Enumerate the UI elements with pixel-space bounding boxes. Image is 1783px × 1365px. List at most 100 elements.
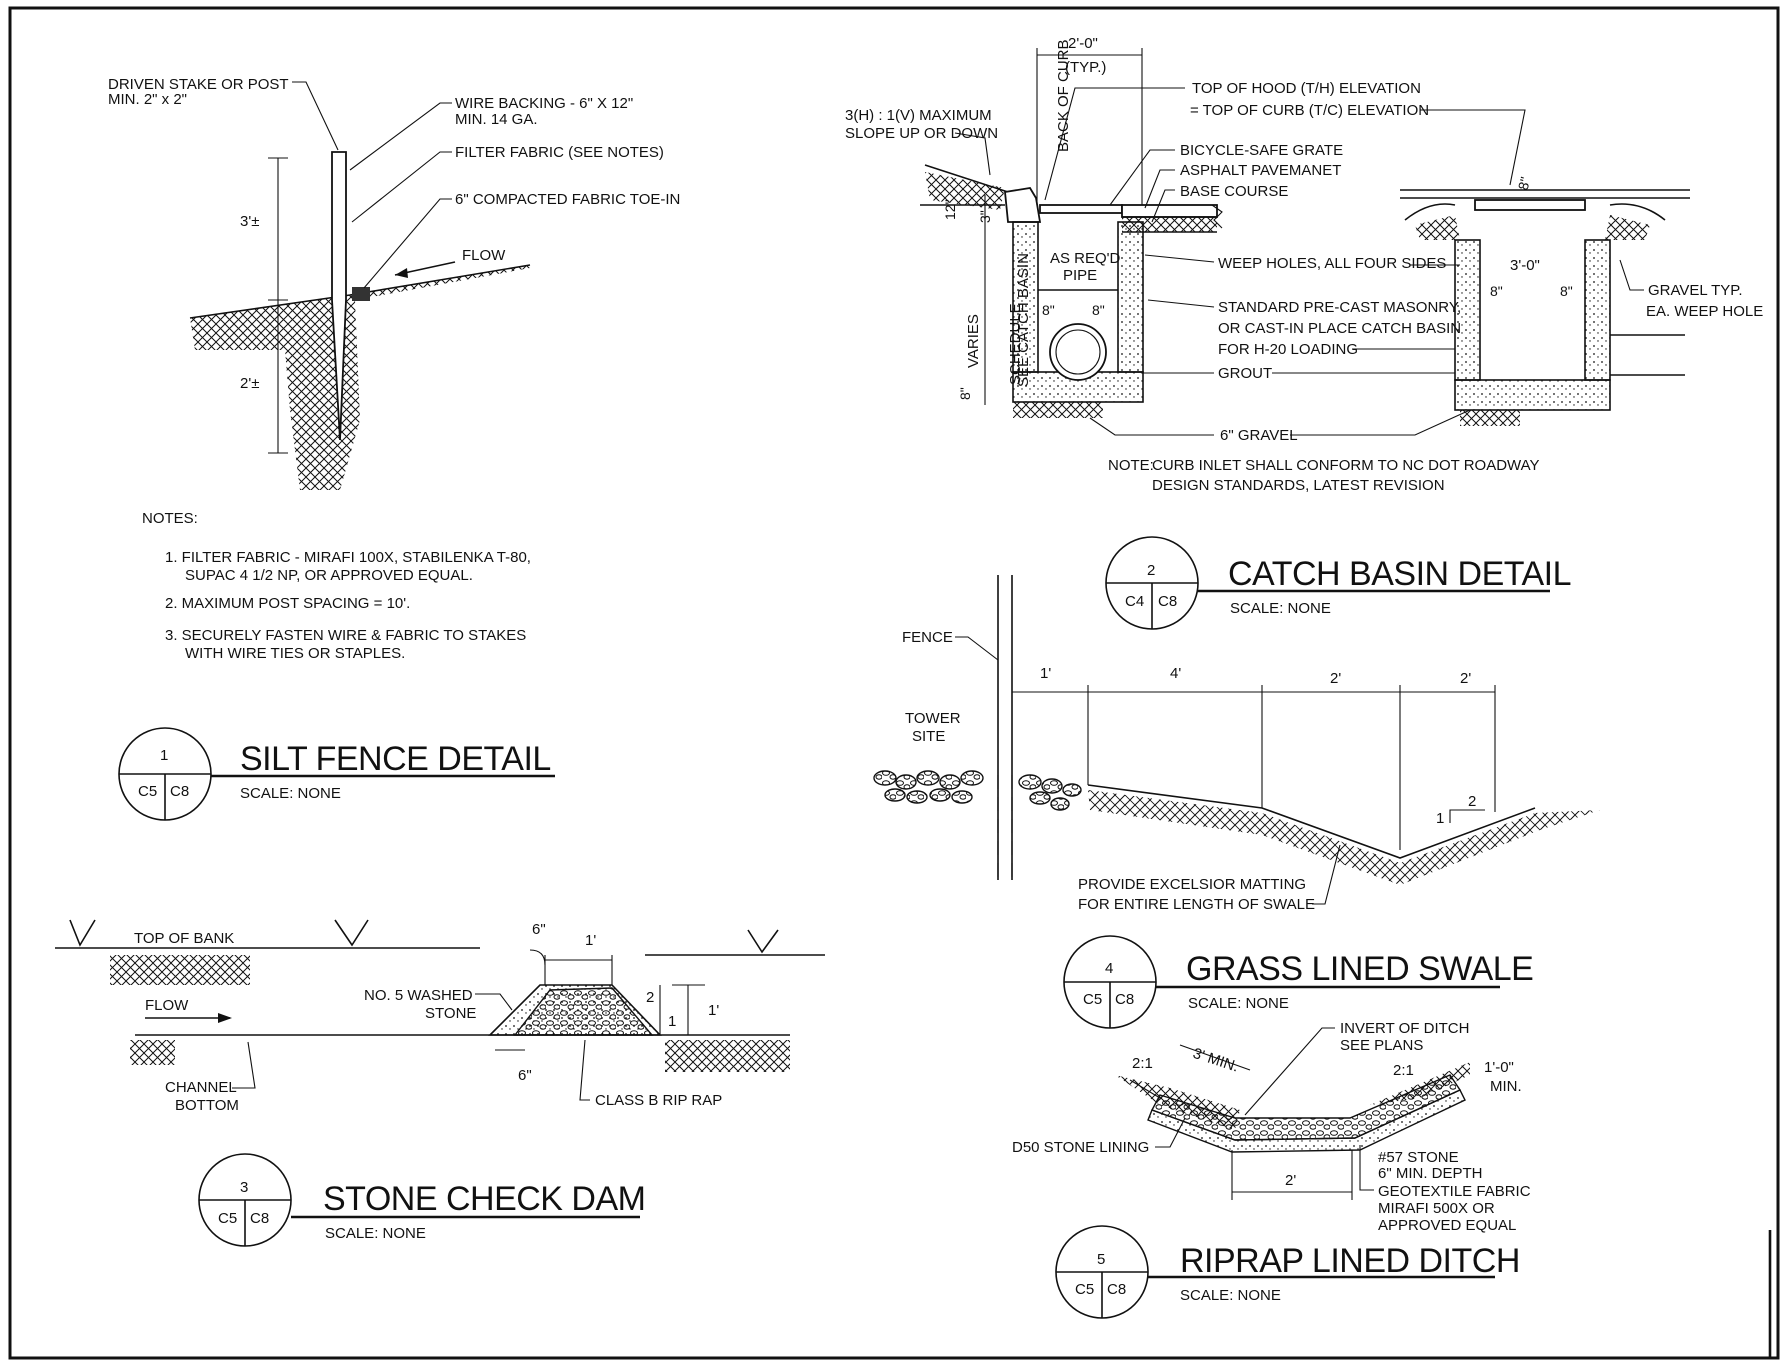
hood-label-1: TOP OF HOOD (T/H) ELEVATION	[1192, 80, 1421, 97]
swale-sheet-b: C8	[1115, 991, 1134, 1008]
dim-8-wall-r: 8"	[1092, 302, 1105, 318]
s57-label-2: 6" MIN. DEPTH	[1378, 1165, 1483, 1182]
outlet-pipe	[1049, 323, 1107, 381]
riprap-ditch-callout: 5 C5 C8 RIPRAP LINED DITCH SCALE: NONE	[1055, 1225, 1520, 1319]
riprap-ditch-scale: SCALE: NONE	[1180, 1287, 1281, 1304]
fabric-toe-in	[352, 287, 370, 301]
ditch-min-1a: 1'-0"	[1484, 1059, 1514, 1076]
swale-sheet-a: C5	[1083, 991, 1102, 1008]
swale-dim-2b: 2'	[1460, 670, 1471, 687]
ditch-slope-r: 2:1	[1393, 1062, 1414, 1079]
ditch-min-1b: MIN.	[1490, 1078, 1522, 1095]
swale-dim-4: 4'	[1170, 665, 1181, 682]
gravel-typ-2: EA. WEEP HOLE	[1646, 303, 1763, 320]
swale-dim-2a: 2'	[1330, 670, 1341, 687]
cb-detail-number: 2	[1147, 562, 1155, 579]
cb-sheet-b: C8	[1158, 593, 1177, 610]
slope-label-1: 3(H) : 1(V) MAXIMUM	[845, 107, 992, 124]
dam-detail-number: 3	[240, 1179, 248, 1196]
matting-label-1: PROVIDE EXCELSIOR MATTING	[1078, 876, 1306, 893]
silt-fence-ground-line	[189, 264, 531, 319]
note-3a: 3. SECURELY FASTEN WIRE & FABRIC TO STAK…	[165, 627, 526, 644]
gravel-6-label: 6" GRAVEL	[1220, 427, 1298, 444]
std-label-1: STANDARD PRE-CAST MASONRY,	[1218, 299, 1461, 316]
s57-label-1: #57 STONE	[1378, 1149, 1459, 1166]
width-typ-1: 2'-0"	[1068, 35, 1098, 52]
s57-label-4: MIRAFI 500X OR	[1378, 1200, 1495, 1217]
no57-stone-layer	[1147, 1089, 1466, 1153]
riprap-ditch-title: RIPRAP LINED DITCH	[1180, 1242, 1520, 1280]
grass-swale-callout: 4 C5 C8 GRASS LINED SWALE SCALE: NONE	[1063, 935, 1534, 1029]
s57-label-3: GEOTEXTILE FABRIC	[1378, 1183, 1531, 1200]
dim-12: 12"	[942, 199, 958, 220]
curb-hood	[1004, 187, 1042, 223]
cb-note-2: DESIGN STANDARDS, LATEST REVISION	[1152, 477, 1445, 494]
dam-dim-1a: 1'	[585, 932, 596, 949]
silt-fence-callout: 1 C5 C8 SILT FENCE DETAIL SCALE: NONE	[118, 727, 555, 821]
dim-8-sec-r: 8"	[1560, 283, 1573, 299]
stone-check-dam-title: STONE CHECK DAM	[323, 1180, 645, 1218]
stone-check-dam-callout: 3 C5 C8 STONE CHECK DAM SCALE: NONE	[198, 1153, 646, 1247]
matting-label-2: FOR ENTIRE LENGTH OF SWALE	[1078, 896, 1315, 913]
ditch-slope-l: 2:1	[1132, 1055, 1153, 1072]
tower-label-2: SITE	[912, 728, 945, 745]
swale-detail-number: 4	[1105, 960, 1113, 977]
catch-basin-detail: 12" 3" 8" VARIES SEE CATCH BASIN SCHEDUL…	[845, 35, 1763, 630]
std-label-3: FOR H-20 LOADING	[1218, 341, 1358, 358]
dam-dim-2: 2	[646, 989, 654, 1006]
ditch-min-3: 3' MIN.	[1191, 1045, 1241, 1076]
ditch-dim-2: 2'	[1285, 1172, 1296, 1189]
catch-basin-scale: SCALE: NONE	[1230, 600, 1331, 617]
dam-dim-6a: 6"	[532, 921, 546, 938]
silt-flow-label: FLOW	[462, 247, 506, 264]
catch-basin-title: CATCH BASIN DETAIL	[1228, 555, 1571, 593]
swale-slope-1: 1	[1436, 810, 1444, 827]
dam-dim-6b: 6"	[518, 1067, 532, 1084]
dim-8-top: 8"	[1515, 175, 1534, 191]
gravel-typ-1: GRAVEL TYP.	[1648, 282, 1743, 299]
riprap-label: CLASS B RIP RAP	[595, 1092, 722, 1109]
invert-label-1: INVERT OF DITCH	[1340, 1020, 1469, 1037]
slope-label-2: SLOPE UP OR DOWN	[845, 125, 998, 142]
channel-label-1: CHANNEL	[165, 1079, 237, 1096]
grass-swale-detail: 1' 4' 2' 2' 2 1 FENCE TOWER SITE PROVIDE…	[873, 575, 1600, 1029]
dim-8-wall-l: 8"	[1042, 302, 1055, 318]
wire-label-1: WIRE BACKING - 6" X 12"	[455, 95, 633, 112]
notes-heading: NOTES:	[142, 510, 198, 527]
fence-label: FENCE	[902, 629, 953, 646]
dam-dim-1b: 1	[668, 1013, 676, 1030]
grate-label: BICYCLE-SAFE GRATE	[1180, 142, 1343, 159]
note-1b: SUPAC 4 1/2 NP, OR APPROVED EQUAL.	[185, 567, 473, 584]
washed-label-2: STONE	[425, 1005, 476, 1022]
grass-swale-title: GRASS LINED SWALE	[1186, 950, 1533, 988]
tower-label-1: TOWER	[905, 710, 961, 727]
pipe-label-1: AS REQ'D	[1050, 250, 1121, 267]
base-course	[1122, 217, 1217, 232]
see-schedule-2: SCHEDULE	[1007, 303, 1024, 385]
silt-detail-number: 1	[160, 747, 168, 764]
dam-dim-1c: 1'	[708, 1002, 719, 1019]
note-3b: WITH WIRE TIES OR STAPLES.	[185, 645, 405, 662]
silt-fence-scale: SCALE: NONE	[240, 785, 341, 802]
width-typ-2: (TYP.)	[1065, 59, 1106, 76]
silt-dim-bottom: 2'±	[240, 375, 259, 392]
s57-label-5: APPROVED EQUAL	[1378, 1217, 1516, 1234]
riprap-ditch-detail: 2' 2:1 2:1 3' MIN. 1'-0" MIN. INVERT OF …	[1012, 1020, 1531, 1319]
sheet-border	[8, 6, 1780, 1360]
silt-fence-detail: 3'± 2'± DRIVEN STAKE OR POST MIN. 2" x 2…	[108, 76, 680, 821]
washed-label-1: NO. 5 WASHED	[364, 987, 473, 1004]
dim-3: 3"	[977, 210, 993, 223]
catch-basin-callout: 2 C4 C8 CATCH BASIN DETAIL SCALE: NONE	[1105, 536, 1572, 630]
cb-sheet-a: C4	[1125, 593, 1144, 610]
dam-flow-label: FLOW	[145, 997, 189, 1014]
dam-sheet-b: C8	[250, 1210, 269, 1227]
stake-label-2: MIN. 2" x 2"	[108, 91, 187, 108]
section-wall-right	[1584, 239, 1611, 381]
pipe-label-2: PIPE	[1063, 267, 1097, 284]
toe-in-label: 6" COMPACTED FABRIC TOE-IN	[455, 191, 680, 208]
hood-label-2: = TOP OF CURB (T/C) ELEVATION	[1190, 102, 1429, 119]
ditch-sheet-b: C8	[1107, 1281, 1126, 1298]
dim-8-sec-l: 8"	[1490, 283, 1503, 299]
fabric-label: FILTER FABRIC (SEE NOTES)	[455, 144, 664, 161]
